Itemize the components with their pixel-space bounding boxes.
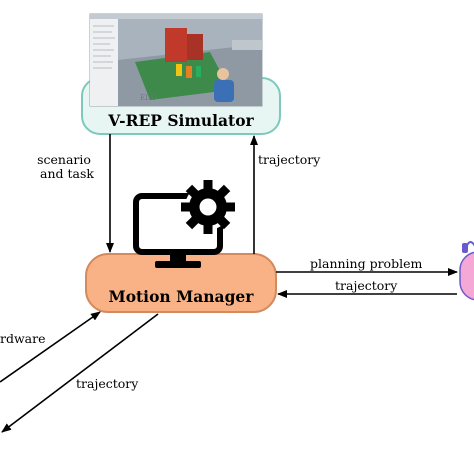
- manager-node: Motion Manager: [85, 180, 277, 313]
- hardware-trajectory-label: trajectory: [76, 376, 139, 391]
- computer-gear-icon: [133, 180, 235, 268]
- simulator-watermark: EDU: [140, 94, 157, 102]
- planner-trajectory-label: trajectory: [335, 278, 398, 293]
- hardware-label: rdware: [0, 331, 46, 346]
- simulator-node: EDU V-REP Simulator: [81, 13, 281, 135]
- manager-label: Motion Manager: [109, 287, 255, 306]
- simulator-screenshot: EDU: [89, 13, 263, 107]
- planning-problem-label: planning problem: [310, 256, 422, 271]
- edge-hardware: [0, 311, 101, 383]
- edge-hardware-trajectory: [1, 313, 159, 433]
- simulator-label: V-REP Simulator: [107, 111, 254, 130]
- task-label: and task: [40, 166, 94, 181]
- sim-trajectory-label: trajectory: [258, 152, 321, 167]
- scenario-label: scenario: [37, 152, 91, 167]
- planner-node: [459, 241, 474, 301]
